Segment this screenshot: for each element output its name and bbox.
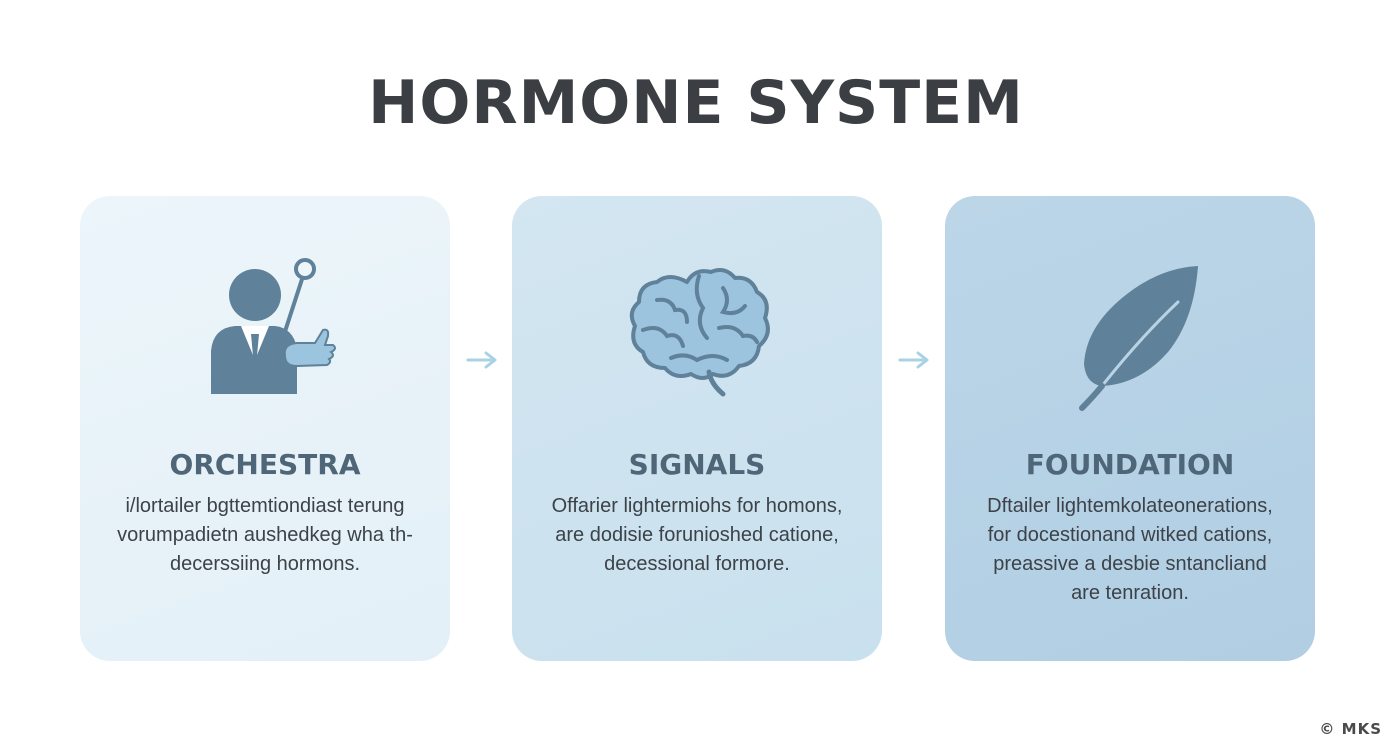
card-text-line: decessional formore. [604, 553, 790, 575]
card-text-line: are tenration. [1071, 582, 1189, 604]
card-foundation: FOUNDATION Dftailer lightemkolateonerati… [945, 196, 1315, 661]
card-signals: SIGNALS Offarier lightermiohs for homons… [512, 196, 882, 661]
card-heading: FOUNDATION [1025, 448, 1235, 481]
card-text-line: are dodisie forunioshed catione, [555, 524, 839, 546]
card-text-line: Dftailer lightemkolateonerations, [987, 495, 1273, 517]
card-text-line: preassive a desbie sntancliand [993, 553, 1267, 575]
card-heading: SIGNALS [628, 448, 766, 481]
card-text-line: for docestionand witked cations, [987, 524, 1273, 546]
card-orchestra: ORCHESTRA i/lortailer bgttemtiondiast te… [80, 196, 450, 661]
card-description: i/lortailer bgttemtiondiast terung vorum… [100, 492, 430, 579]
card-description: Offarier lightermiohs for homons, are do… [532, 492, 862, 579]
card-text-line: Offarier lightermiohs for homons, [551, 495, 843, 517]
conductor-icon [211, 258, 336, 394]
card-text-line: i/lortailer bgttemtiondiast terung [125, 495, 405, 517]
card-text-line: vorumpadietn aushedkeg wha th- [117, 524, 413, 546]
card-description: Dftailer lightemkolateonerations, for do… [965, 492, 1295, 608]
page-title: HORMONE SYSTEM [368, 68, 1024, 138]
watermark: © MKS [1319, 720, 1382, 738]
card-text-line: decerssiing hormons. [169, 553, 361, 575]
leaf-icon [1079, 266, 1198, 411]
card-heading: ORCHESTRA [169, 448, 361, 481]
brain-icon [629, 268, 770, 397]
arrow-right-icon [466, 351, 497, 369]
arrow-right-icon [898, 351, 929, 369]
